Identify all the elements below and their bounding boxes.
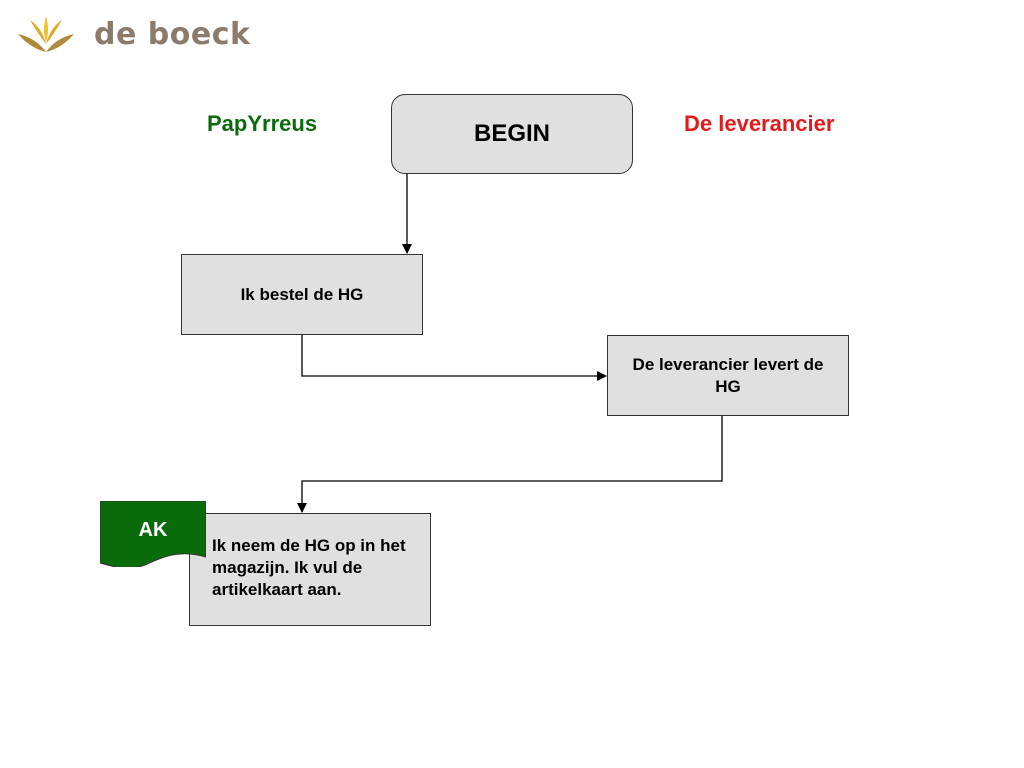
actor-leverancier: De leverancier xyxy=(684,111,835,136)
actor-papyrreus: PapYrreus xyxy=(207,111,318,136)
arrow-step2-to-step3 xyxy=(297,416,723,513)
logo-text: de boeck xyxy=(94,17,251,52)
step-order-node: Ik bestel de HG xyxy=(181,254,423,335)
publisher-logo xyxy=(18,16,74,52)
step-delivery-node: De leverancier levert de HG xyxy=(607,335,849,416)
start-node: BEGIN xyxy=(391,94,633,174)
arrow-step1-to-step2 xyxy=(301,335,607,381)
leaf-mark-icon xyxy=(18,16,74,52)
step-storage-node: Ik neem de HG op in het magazijn. Ik vul… xyxy=(189,513,431,626)
document-shape xyxy=(100,501,206,567)
document-label: AK xyxy=(138,519,168,541)
